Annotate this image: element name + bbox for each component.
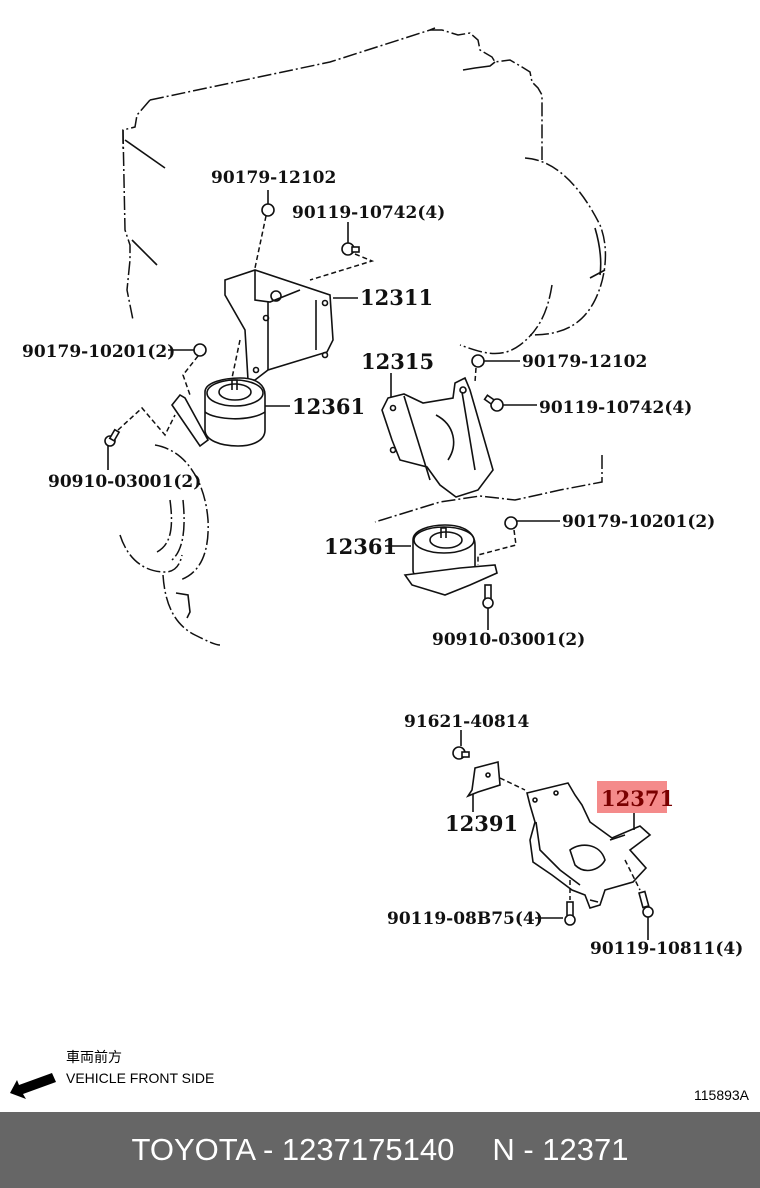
- bolt-icon: [638, 890, 650, 909]
- direction-note-jp: 車両前方: [66, 1049, 122, 1065]
- parts-diagram: 90179-12102 90119-10742(4) 12311 90179-1…: [10, 27, 750, 1103]
- footer-part-number: TOYOTA - 1237175140: [131, 1132, 455, 1167]
- callout-90179-12102-right[interactable]: 90179-12102: [522, 352, 647, 372]
- illustration-id: 115893A: [694, 1087, 750, 1103]
- callout-12315[interactable]: 12315: [361, 349, 434, 374]
- nut-icon: [193, 343, 207, 357]
- nut-icon: [261, 203, 275, 217]
- callout-90119-10811[interactable]: 90119-10811(4): [590, 939, 743, 959]
- callout-12311[interactable]: 12311: [360, 285, 433, 310]
- callout-12361-left[interactable]: 12361: [292, 394, 365, 419]
- leader-lines: [107, 190, 649, 940]
- footer-ref: N - 12371: [492, 1132, 629, 1167]
- callout-90119-08B75[interactable]: 90119-08B75(4): [387, 909, 543, 929]
- callout-90910-03001-right[interactable]: 90910-03001(2): [432, 630, 585, 650]
- bolt-icon: [566, 901, 574, 917]
- nut-icon: [471, 354, 485, 368]
- callout-90119-10742-right[interactable]: 90119-10742(4): [539, 398, 692, 418]
- footer-bar: TOYOTA - 1237175140 N - 12371: [0, 1112, 760, 1188]
- bracket-12311[interactable]: [224, 269, 334, 381]
- bracket-12315[interactable]: [381, 376, 494, 498]
- nut-icon: [504, 516, 518, 530]
- fasteners: [104, 203, 654, 926]
- callout-90179-10201-left[interactable]: 90179-10201(2): [22, 342, 175, 362]
- mount-12371[interactable]: [526, 782, 652, 909]
- engine-outline: [119, 27, 607, 646]
- arrow-left-down-icon: [10, 1073, 56, 1099]
- direction-note-en: VEHICLE FRONT SIDE: [66, 1070, 214, 1086]
- callout-90910-03001-left[interactable]: 90910-03001(2): [48, 472, 201, 492]
- highlight-box: [597, 781, 667, 813]
- callout-91621-40814[interactable]: 91621-40814: [404, 712, 530, 732]
- callout-90179-10201-right[interactable]: 90179-10201(2): [562, 512, 715, 532]
- callout-90119-10742-left[interactable]: 90119-10742(4): [292, 203, 445, 223]
- callout-90179-12102-left[interactable]: 90179-12102: [211, 168, 336, 188]
- mount-12361-right[interactable]: [403, 524, 498, 596]
- callout-12371-highlighted[interactable]: 12371: [601, 786, 674, 811]
- callout-12391[interactable]: 12391: [445, 811, 518, 836]
- mount-12361-left[interactable]: [171, 377, 266, 448]
- direction-note: 車両前方 VEHICLE FRONT SIDE: [10, 1049, 214, 1099]
- plate-12391[interactable]: [465, 760, 501, 798]
- callout-12361-right[interactable]: 12361: [324, 534, 397, 559]
- callout-labels: 90179-12102 90119-10742(4) 12311 90179-1…: [22, 168, 743, 959]
